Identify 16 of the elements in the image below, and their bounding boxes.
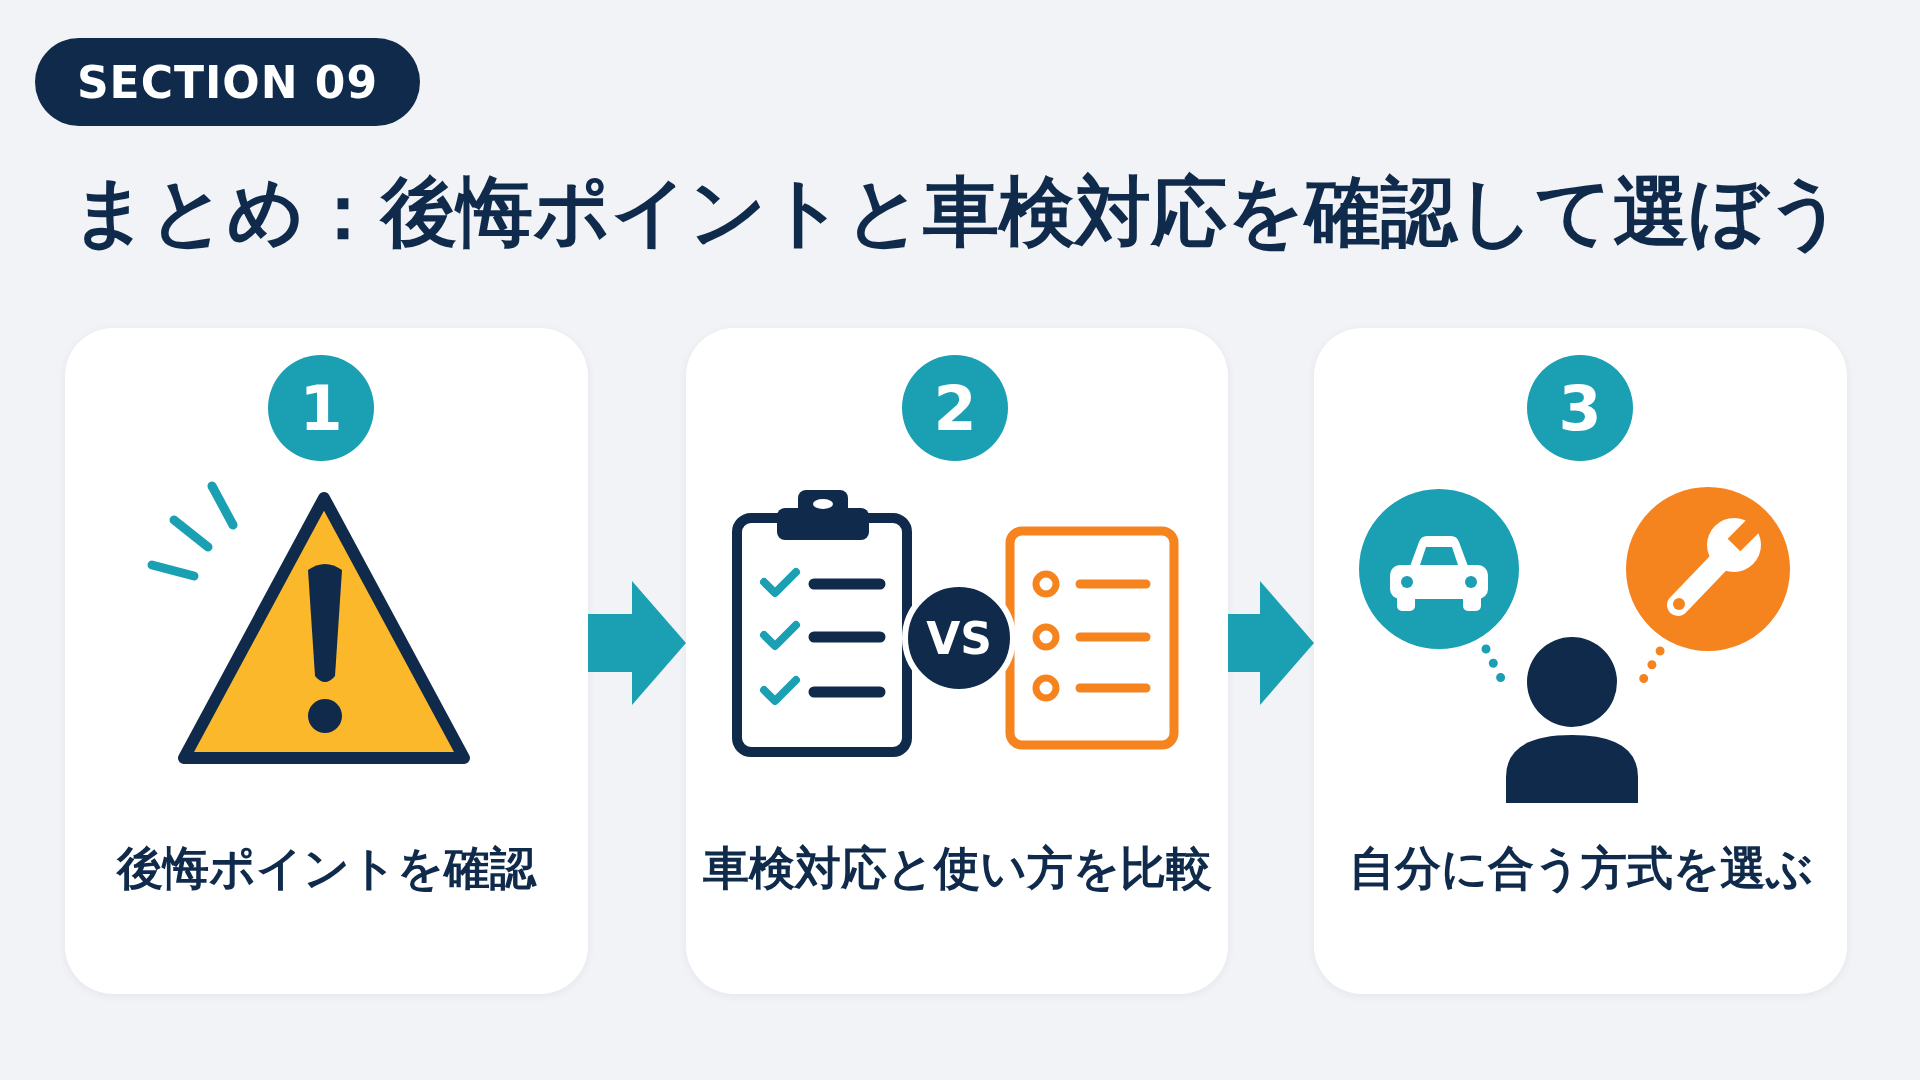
step-caption: 自分に合う方式を選ぶ	[1348, 841, 1813, 897]
section-tag: SECTION 09	[35, 38, 420, 126]
step-caption: 後悔ポイントを確認	[117, 841, 536, 897]
step-number-badge: 2	[902, 355, 1008, 461]
step-caption: 車検対応と使い方を比較	[702, 841, 1212, 897]
title: まとめ：後悔ポイントと車検対応を確認して選ぼう	[71, 170, 1845, 254]
arrow	[588, 580, 686, 706]
step-card	[65, 328, 588, 994]
person-icon	[1506, 637, 1638, 803]
wrench-icon	[1626, 487, 1790, 651]
step-number-badge: 3	[1527, 355, 1633, 461]
step-card	[1314, 328, 1847, 994]
arrow	[1228, 580, 1314, 706]
step-card	[686, 328, 1228, 994]
step-number-badge: 1	[268, 355, 374, 461]
car-icon	[1359, 489, 1519, 649]
